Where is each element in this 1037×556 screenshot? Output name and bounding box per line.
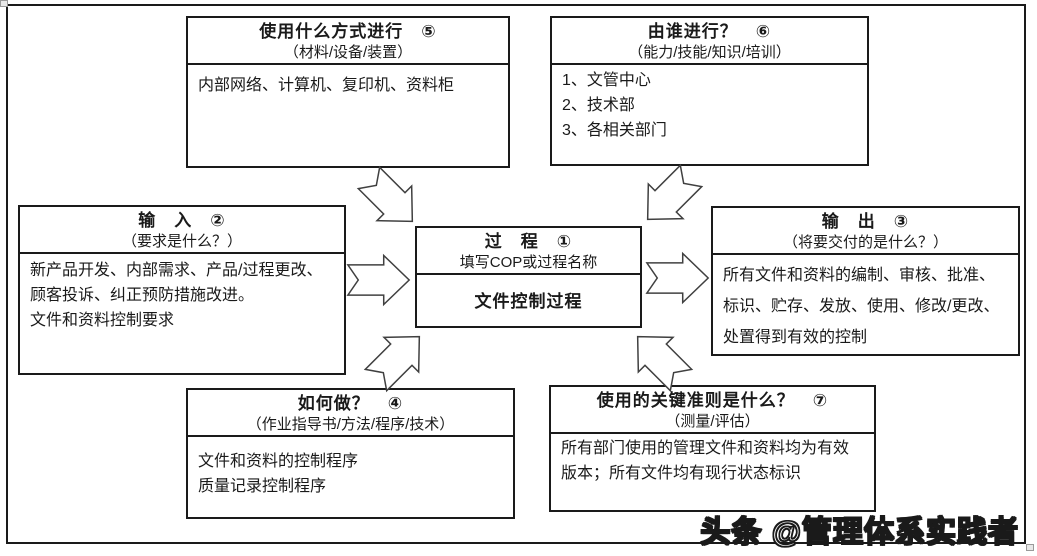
selection-handle-bottom-right <box>1026 544 1034 551</box>
box-criteria-subtitle: （测量/评估） <box>665 413 760 430</box>
box-how: 如何做？ ④ （作业指导书/方法/程序/技术） 文件和资料的控制程序 质量记录控… <box>186 388 515 519</box>
box-input-line: 文件和资料控制要求 <box>30 312 175 329</box>
box-output-subtitle: （将要交付的是什么？） <box>782 234 948 251</box>
box-output: 输 出 ③ （将要交付的是什么？） 所有文件和资料的编制、审核、批准、 标识、贮… <box>711 206 1020 356</box>
arrow-criteria-to-process-icon <box>616 315 702 401</box>
box-who-title: 由谁进行？ ⑥ <box>647 22 772 41</box>
box-method-subtitle: （材料/设备/装置） <box>283 44 413 61</box>
box-method-title: 使用什么方式进行 ⑤ <box>259 22 437 41</box>
arrow-how-to-process-icon <box>355 315 441 401</box>
box-output-title: 输 出 ③ <box>821 212 910 231</box>
arrow-method-to-process-icon <box>348 157 434 243</box>
box-process-header: 过 程 ① 填写COP或过程名称 <box>417 228 640 275</box>
box-how-header: 如何做？ ④ （作业指导书/方法/程序/技术） <box>188 390 513 437</box>
box-method-body: 内部网络、计算机、复印机、资料柜 <box>188 65 508 98</box>
box-criteria-title: 使用的关键准则是什么？ ⑦ <box>596 391 829 410</box>
arrow-process-to-output-icon <box>645 250 711 306</box>
box-criteria-line: 版本；所有文件均有现行状态标识 <box>561 465 802 482</box>
box-input: 输 入 ② （要求是什么？） 新产品开发、内部需求、产品/过程更改、 顾客投诉、… <box>18 205 346 375</box>
box-method-header: 使用什么方式进行 ⑤ （材料/设备/装置） <box>188 18 508 65</box>
box-process: 过 程 ① 填写COP或过程名称 文件控制过程 <box>415 226 642 328</box>
box-who-header: 由谁进行？ ⑥ （能力/技能/知识/培训） <box>552 18 867 65</box>
box-how-subtitle: （作业指导书/方法/程序/技术） <box>246 416 455 433</box>
box-input-body: 新产品开发、内部需求、产品/过程更改、 顾客投诉、纠正预防措施改进。 文件和资料… <box>20 254 344 333</box>
box-process-title: 过 程 ① <box>484 232 573 251</box>
box-criteria-line: 所有部门使用的管理文件和资料均为有效 <box>561 440 850 457</box>
box-input-line: 新产品开发、内部需求、产品/过程更改、 <box>30 262 323 279</box>
arrow-input-to-process-icon <box>346 252 412 308</box>
box-output-body: 所有文件和资料的编制、审核、批准、 标识、贮存、发放、使用、修改/更改、 处置得… <box>713 255 1018 353</box>
box-who-body: 1、文管中心 2、技术部 3、各相关部门 <box>552 65 867 143</box>
box-how-title: 如何做？ ④ <box>297 394 404 413</box>
box-criteria: 使用的关键准则是什么？ ⑦ （测量/评估） 所有部门使用的管理文件和资料均为有效… <box>549 385 876 512</box>
box-process-subtitle: 填写COP或过程名称 <box>459 254 598 271</box>
box-input-subtitle: （要求是什么？） <box>121 233 242 250</box>
box-criteria-header: 使用的关键准则是什么？ ⑦ （测量/评估） <box>551 387 874 434</box>
box-how-line: 质量记录控制程序 <box>198 478 327 495</box>
box-who-subtitle: （能力/技能/知识/培训） <box>628 44 791 61</box>
box-how-line: 文件和资料的控制程序 <box>198 453 359 470</box>
box-input-header: 输 入 ② （要求是什么？） <box>20 207 344 254</box>
arrow-who-to-process-icon <box>626 155 712 241</box>
box-input-line: 顾客投诉、纠正预防措施改进。 <box>30 287 255 304</box>
box-how-body: 文件和资料的控制程序 质量记录控制程序 <box>188 437 513 499</box>
box-method-line: 内部网络、计算机、复印机、资料柜 <box>198 77 455 94</box>
box-who: 由谁进行？ ⑥ （能力/技能/知识/培训） 1、文管中心 2、技术部 3、各相关… <box>550 16 869 166</box>
box-method: 使用什么方式进行 ⑤ （材料/设备/装置） 内部网络、计算机、复印机、资料柜 <box>186 16 510 168</box>
toutiao-watermark: 头条 @管理体系实践者 <box>700 515 1019 549</box>
box-who-line: 3、各相关部门 <box>562 122 667 139</box>
box-input-title: 输 入 ② <box>138 211 226 230</box>
box-output-line: 标识、贮存、发放、使用、修改/更改、 <box>723 298 1000 315</box>
box-process-body: 文件控制过程 <box>474 292 583 311</box>
box-output-header: 输 出 ③ （将要交付的是什么？） <box>713 208 1018 255</box>
box-output-line: 处置得到有效的控制 <box>723 329 868 346</box>
box-output-line: 所有文件和资料的编制、审核、批准、 <box>723 267 996 284</box>
box-criteria-body: 所有部门使用的管理文件和资料均为有效 版本；所有文件均有现行状态标识 <box>551 434 874 486</box>
box-who-line: 1、文管中心 <box>562 72 651 89</box>
selection-handle-top-left <box>0 0 8 7</box>
box-who-line: 2、技术部 <box>562 97 635 114</box>
